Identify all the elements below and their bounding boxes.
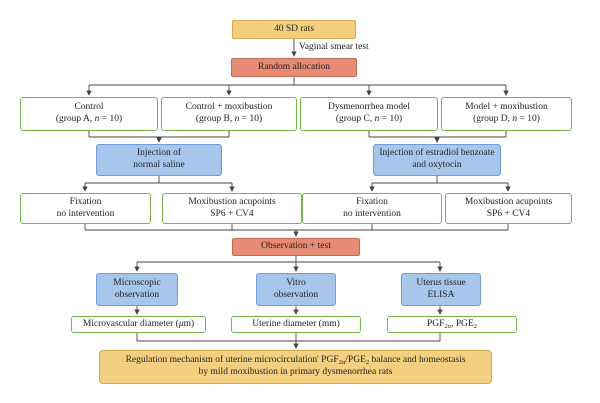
group-d-count: (group D, n = 10) — [473, 114, 540, 124]
group-a-count: (group A, n = 10) — [55, 114, 123, 124]
group-a-box: Control (group A, n = 10) — [20, 97, 158, 131]
rats-box: 40 SD rats — [232, 20, 356, 39]
pgf-pge-box: PGF2α, PGE2 — [387, 316, 517, 333]
saline-injection-box: Injection of normal saline — [96, 144, 222, 176]
fixation-left-box: Fixation no intervention — [20, 193, 151, 224]
group-c-count: (group C, n = 10) — [335, 114, 403, 124]
fixation-right-box: Fixation no intervention — [302, 193, 442, 224]
group-b-count: (group B, n = 10) — [195, 114, 263, 124]
group-a-title: Control — [74, 102, 104, 113]
regulation-line-2: by mild moxibustion in primary dysmenorr… — [198, 367, 393, 377]
uterine-diameter-box: Uterine diameter (mm) — [231, 316, 361, 333]
moxibustion-right-box: Moxibustion acupoints SP6 + CV4 — [445, 193, 572, 224]
group-c-box: Dysmenorrhea model (group C, n = 10) — [300, 97, 438, 131]
group-b-box: Control + moxibustion (group B, n = 10) — [161, 97, 297, 131]
group-d-box: Model + moxibustion (group D, n = 10) — [441, 97, 572, 131]
estradiol-injection-box: Injection of estradiol benzoate and oxyt… — [373, 144, 501, 176]
group-c-title: Dysmenorrhea model — [327, 102, 411, 113]
random-allocation-box: Random allocation — [231, 58, 357, 77]
regulation-mechanism-box: Regulation mechanism of uterine microcir… — [99, 350, 492, 384]
group-d-title: Model + moxibustion — [465, 102, 548, 113]
vitro-observation-box: Vitro observation — [256, 273, 336, 306]
regulation-line-1: Regulation mechanism of uterine microcir… — [125, 355, 466, 367]
moxibustion-left-box: Moxibustion acupoints SP6 + CV4 — [162, 193, 302, 224]
microvascular-diameter-box: Microvascular diameter (μm) — [71, 316, 206, 333]
group-b-title: Control + moxibustion — [185, 102, 273, 113]
vaginal-smear-label: Vaginal smear test — [299, 42, 369, 52]
microscopic-observation-box: Microscopic observation — [96, 273, 178, 306]
pgf-pge-label: PGF2α, PGE2 — [426, 318, 478, 330]
observation-test-box: Observation + test — [232, 238, 360, 256]
uterus-elisa-box: Uterus tissue ELISA — [401, 273, 481, 306]
